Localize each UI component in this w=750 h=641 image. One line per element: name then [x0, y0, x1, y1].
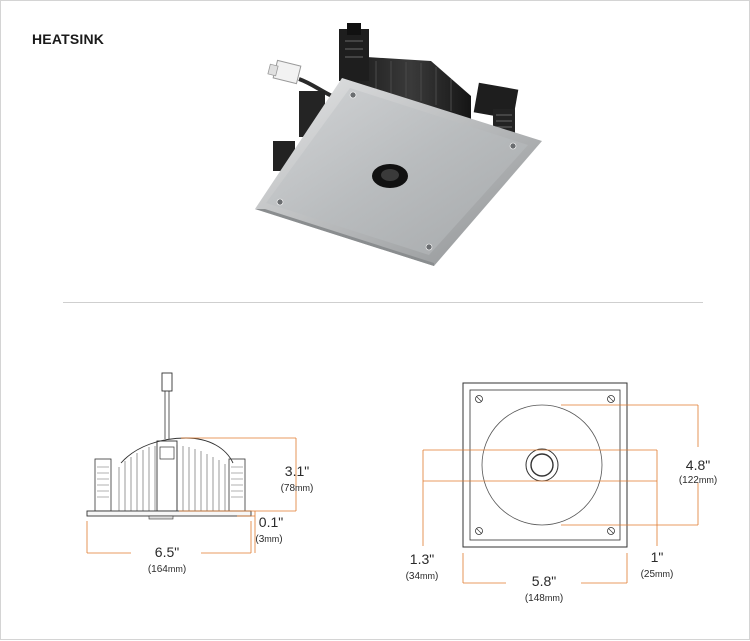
height-imperial: 3.1" — [285, 463, 309, 479]
power-cable — [267, 59, 347, 103]
plan-view — [422, 382, 699, 584]
lens-right-imperial: 1" — [651, 549, 664, 565]
dimension-label-lens-right: 1" (25mm) — [641, 549, 674, 580]
trim-plate — [255, 78, 542, 266]
dimension-label-aperture-height: 4.8" (122mm) — [679, 457, 717, 486]
section-divider — [63, 302, 703, 303]
trim-thickness-imperial: 0.1" — [259, 514, 283, 530]
fixture-render — [255, 23, 542, 266]
dimension-label-height: 3.1" (78mm) — [281, 463, 314, 494]
lens-left-metric: (34mm) — [406, 571, 439, 582]
dimension-label-aperture-width: 5.8" (148mm) — [525, 573, 563, 604]
trim-thickness-metric: (3mm) — [255, 534, 282, 545]
section-heading: HEATSINK — [32, 31, 105, 47]
aperture-width-metric: (148mm) — [525, 593, 563, 604]
side-dimension-lines — [86, 437, 297, 554]
aperture-height-imperial: 4.8" — [686, 457, 710, 473]
height-metric: (78mm) — [281, 483, 314, 494]
lens-left-imperial: 1.3" — [410, 551, 434, 567]
aperture-height-metric: (122mm) — [679, 475, 717, 486]
aperture-width-imperial: 5.8" — [532, 573, 556, 589]
dimension-label-lens-left: 1.3" (34mm) — [406, 551, 439, 582]
lens-right-metric: (25mm) — [641, 569, 674, 580]
trim-width-metric: (164mm) — [148, 564, 186, 575]
dimension-label-trim-thickness: 0.1" (3mm) — [255, 514, 283, 545]
side-elevation — [86, 372, 297, 554]
heatsink-body — [273, 23, 519, 171]
trim-width-imperial: 6.5" — [155, 544, 179, 560]
plan-dimension-lines — [422, 404, 699, 584]
dimension-label-trim-width: 6.5" (164mm) — [148, 544, 186, 575]
